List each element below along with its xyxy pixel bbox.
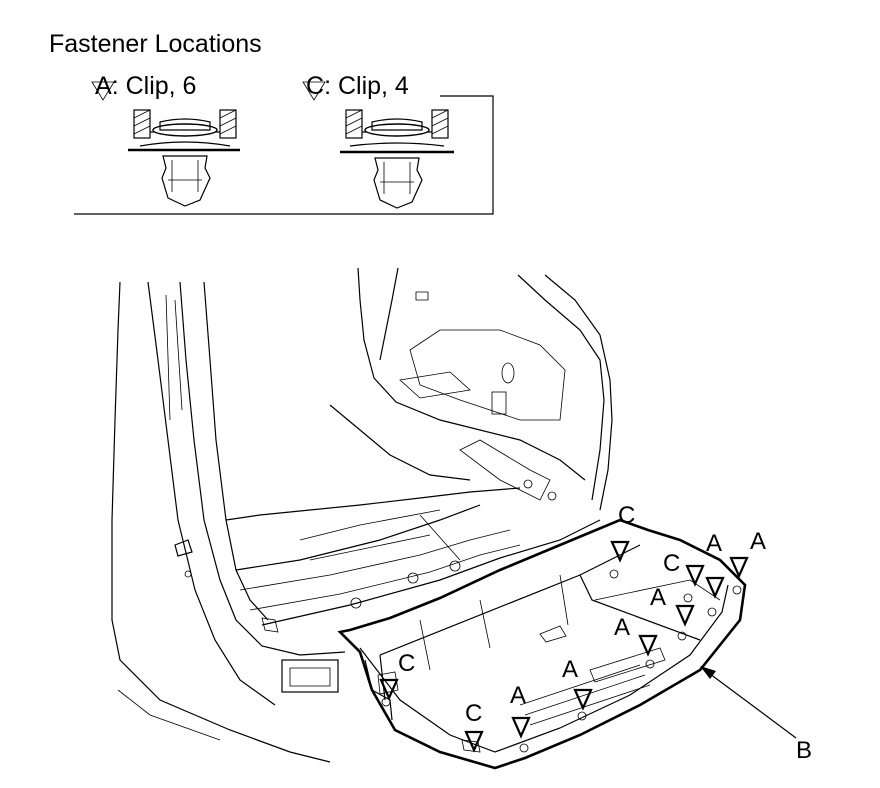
callout-a: A	[562, 656, 579, 683]
clip-markers	[379, 540, 749, 753]
clip-a-illustration	[128, 109, 240, 207]
legend-text-a: : Clip, 6	[111, 72, 197, 100]
clip-marker-a	[675, 604, 695, 627]
legend-marker-c: C	[306, 72, 325, 100]
legend-triangle-c	[302, 81, 326, 101]
legend-text-c: : Clip, 4	[324, 72, 409, 100]
callout-c: C	[618, 502, 636, 529]
leader-line-b	[701, 667, 797, 739]
clip-marker-c	[610, 540, 630, 563]
clip-marker-c	[464, 730, 484, 753]
vehicle-body	[111, 281, 346, 763]
callout-c: C	[663, 550, 681, 577]
leader-arrowhead-b	[700, 666, 716, 679]
cargo-interior	[225, 267, 613, 633]
callout-c: C	[465, 700, 483, 727]
clip-marker-a	[638, 634, 658, 657]
callout-a: A	[750, 528, 767, 555]
clip-marker-a	[511, 716, 531, 739]
clip-marker-a	[729, 556, 749, 579]
legend-triangle-a	[91, 81, 115, 101]
diagram-title: Fastener Locations	[49, 30, 262, 58]
clip-marker-a	[705, 576, 725, 599]
callout-c: C	[398, 650, 416, 677]
legend-item-clip-c: C: Clip, 4	[306, 74, 409, 99]
legend-box	[74, 95, 494, 215]
callout-a: A	[650, 584, 667, 611]
clip-marker-c	[379, 678, 399, 701]
callout-a: A	[614, 614, 631, 641]
clip-marker-c	[685, 564, 705, 587]
callout-a: A	[706, 530, 723, 557]
clip-c-illustration	[340, 109, 454, 209]
callout-b: B	[796, 737, 813, 764]
clip-marker-a	[573, 688, 593, 711]
callout-a: A	[510, 682, 527, 709]
trim-panel-b	[337, 518, 747, 770]
